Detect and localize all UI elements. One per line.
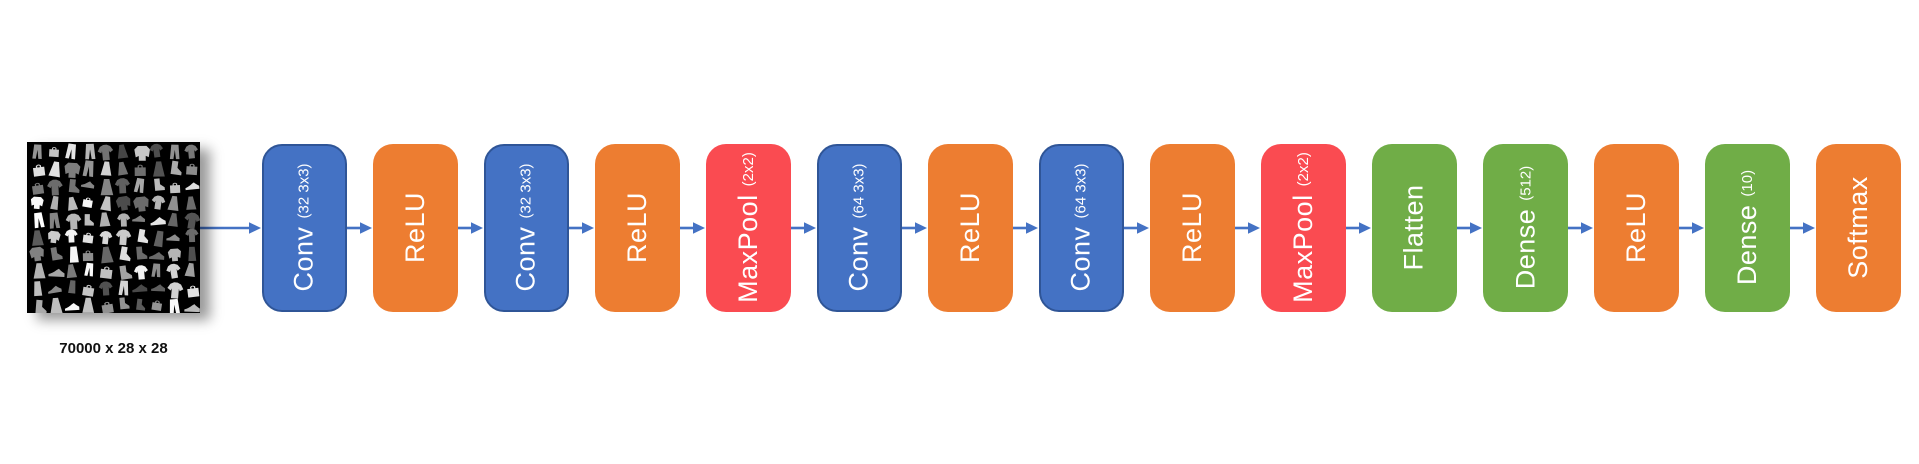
layer-block-conv: Conv (32 3x3): [262, 143, 347, 312]
flow-arrow-icon: [200, 221, 262, 235]
flow-arrow-icon: [1124, 221, 1150, 235]
flow-arrow-icon: [680, 221, 706, 235]
layer-sublabel: (64 3x3): [851, 163, 868, 219]
layer-label: ReLU: [400, 191, 430, 264]
layer-block-conv: Conv (32 3x3): [484, 143, 569, 312]
layer-label: ReLU: [955, 191, 985, 264]
fashion-mnist-sample-grid-image: [27, 142, 200, 313]
flow-arrow-icon: [347, 221, 373, 235]
input-sample-figure: 70000 x 28 x 28: [27, 142, 200, 357]
layer-sublabel: (2x2): [740, 152, 758, 187]
layer-block-maxpool: MaxPool (2x2): [706, 143, 791, 312]
layer-block-relu: ReLU: [1150, 143, 1235, 312]
layer-label: Dense: [1510, 208, 1541, 290]
flow-arrow-icon: [1790, 221, 1816, 235]
flow-arrow-icon: [569, 221, 595, 235]
input-shape-label: 70000 x 28 x 28: [59, 340, 168, 357]
flow-arrow-icon: [1235, 221, 1261, 235]
flow-arrow-icon: [1346, 221, 1372, 235]
layer-block-flatten: Flatten: [1372, 143, 1457, 312]
layer-label: Conv: [844, 226, 874, 292]
layer-label: ReLU: [622, 191, 652, 264]
layer-label: Softmax: [1843, 176, 1874, 279]
layer-label: MaxPool: [733, 194, 764, 303]
layer-block-relu: ReLU: [1594, 143, 1679, 312]
layer-block-softmax: Softmax: [1816, 143, 1901, 312]
layer-block-relu: ReLU: [595, 143, 680, 312]
layer-block-dense: Dense (10): [1705, 143, 1790, 312]
layer-label: ReLU: [1177, 191, 1207, 264]
flow-arrow-icon: [1568, 221, 1594, 235]
layer-label: ReLU: [1621, 191, 1651, 264]
layer-sublabel: (32 3x3): [518, 163, 535, 219]
flow-arrow-icon: [791, 221, 817, 235]
layer-label: Flatten: [1399, 184, 1430, 271]
layer-sublabel: (2x2): [1295, 152, 1313, 187]
layer-label: Dense: [1732, 204, 1763, 286]
flow-arrow-icon: [902, 221, 928, 235]
layer-block-conv: Conv (64 3x3): [817, 143, 902, 312]
layer-sublabel: (64 3x3): [1073, 163, 1090, 219]
layer-block-conv: Conv (64 3x3): [1039, 143, 1124, 312]
flow-arrow-icon: [1013, 221, 1039, 235]
layer-label: Conv: [511, 226, 541, 292]
layer-label: MaxPool: [1288, 194, 1319, 303]
layer-sublabel: (32 3x3): [296, 163, 313, 219]
layer-block-relu: ReLU: [373, 143, 458, 312]
cnn-pipeline: 70000 x 28 x 28 Conv (32 3x3) ReLU Conv (32 …: [27, 142, 1901, 357]
layer-block-dense: Dense (512): [1483, 143, 1568, 312]
layers-row: Conv (32 3x3) ReLU Conv (32 3x3) ReLU MaxPool (…: [200, 142, 1901, 313]
layer-sublabel: (10): [1739, 169, 1757, 197]
layer-block-maxpool: MaxPool (2x2): [1261, 143, 1346, 312]
layer-block-relu: ReLU: [928, 143, 1013, 312]
layer-label: Conv: [1066, 226, 1096, 292]
flow-arrow-icon: [1679, 221, 1705, 235]
flow-arrow-icon: [458, 221, 484, 235]
layer-sublabel: (512): [1517, 165, 1535, 201]
layer-label: Conv: [289, 226, 319, 292]
flow-arrow-icon: [1457, 221, 1483, 235]
